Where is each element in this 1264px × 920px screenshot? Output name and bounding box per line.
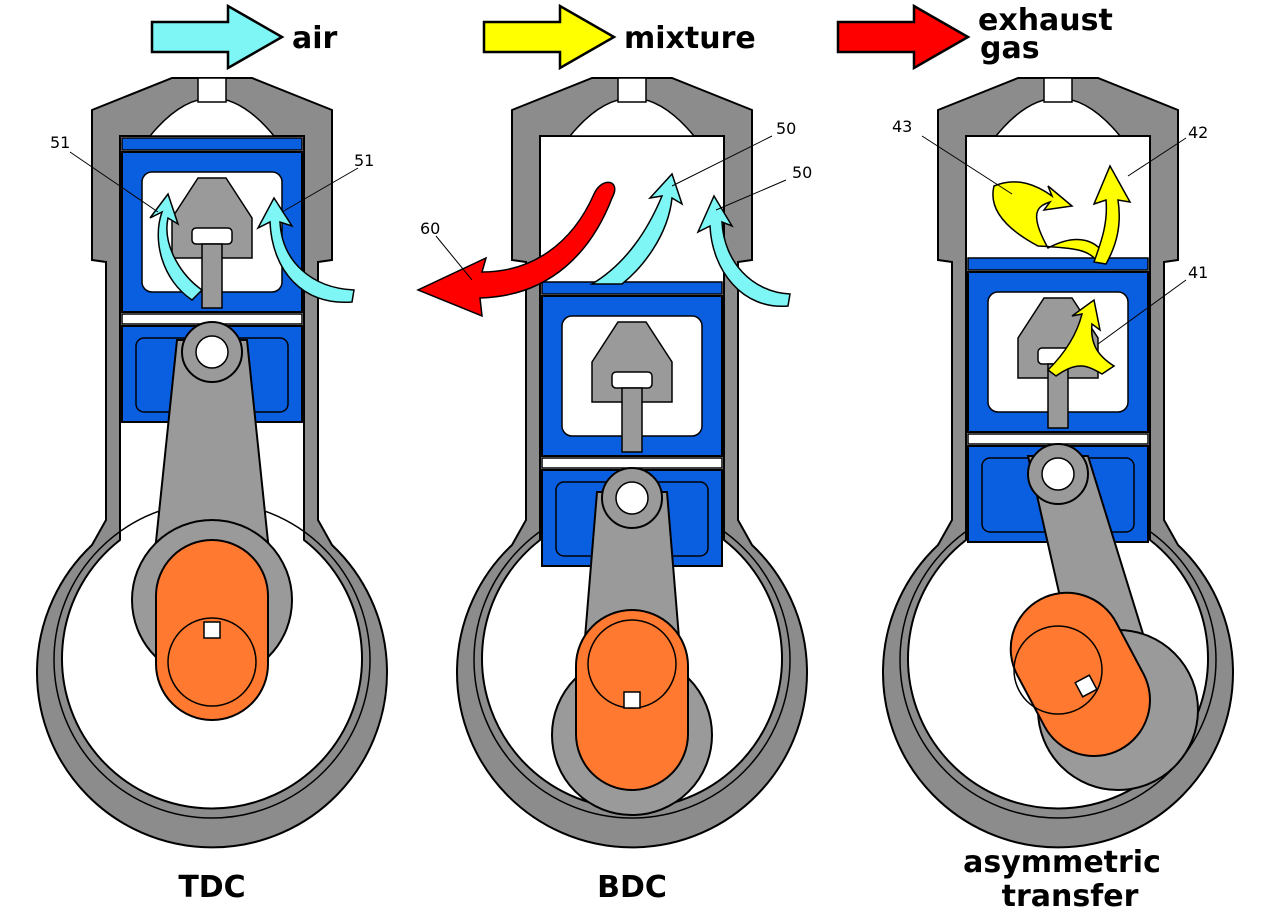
panel-asymmetric-transfer: 43 42 41 asymmetric transfer xyxy=(882,77,1234,914)
air-flow-2 xyxy=(696,194,791,307)
caption-tdc: TDC xyxy=(178,870,245,905)
legend-exhaust-label-line1: exhaust xyxy=(978,3,1113,38)
exhaust-arrow-icon xyxy=(836,3,971,71)
legend-mixture: mixture xyxy=(482,3,756,71)
mixture-flow-42 xyxy=(1092,164,1132,265)
exhaust-flow xyxy=(416,181,616,318)
legend-air-label: air xyxy=(292,21,338,56)
caption-asymmetric: asymmetric xyxy=(963,845,1161,880)
air-flow-right xyxy=(256,196,355,303)
callout-60: 60 xyxy=(420,219,440,238)
callout-43: 43 xyxy=(892,117,912,136)
callout-51-left: 51 xyxy=(50,133,70,152)
legend-air: air xyxy=(150,3,338,71)
crankpin xyxy=(1009,591,1151,758)
callout-50-top: 50 xyxy=(776,119,796,138)
callout-41: 41 xyxy=(1188,263,1208,282)
caption-bdc: BDC xyxy=(597,870,667,905)
mixture-arrow-icon xyxy=(482,3,617,71)
panel-bdc: 60 50 50 BDC xyxy=(416,77,812,905)
mixture-flow-43 xyxy=(992,181,1110,263)
air-flow-left xyxy=(149,192,204,301)
mixture-flow-41 xyxy=(1046,298,1116,377)
legend-exhaust: exhaust gas xyxy=(836,3,1113,71)
callout-51-right: 51 xyxy=(354,151,374,170)
panel-tdc: 51 51 TDC xyxy=(36,77,388,905)
caption-transfer: transfer xyxy=(1002,879,1139,914)
callout-42: 42 xyxy=(1188,123,1208,142)
callout-50-bottom: 50 xyxy=(792,163,812,182)
legend-mixture-label: mixture xyxy=(624,21,756,56)
air-arrow-icon xyxy=(150,3,285,71)
legend-exhaust-label-line2: gas xyxy=(980,31,1040,66)
